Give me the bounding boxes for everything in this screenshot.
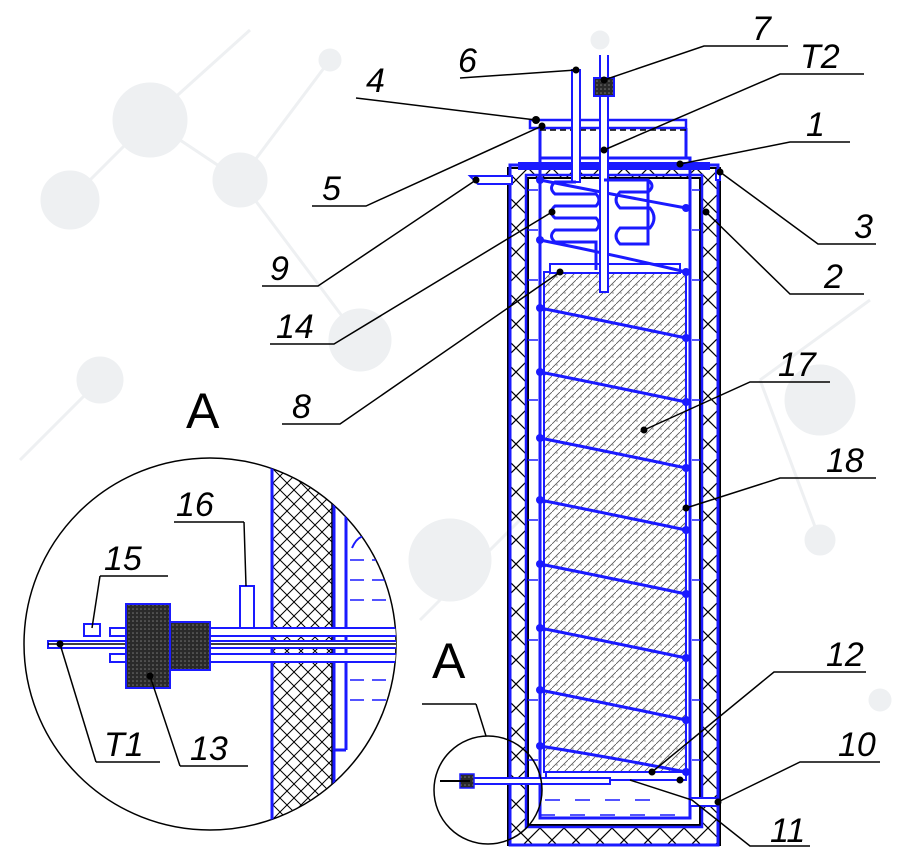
sealing-nut [125, 603, 171, 689]
label-11: 11 [770, 812, 805, 850]
label-17: 17 [778, 346, 817, 384]
label-3: 3 [854, 208, 873, 246]
label-10: 10 [838, 726, 876, 764]
background-network [18, 28, 892, 712]
label-4: 4 [366, 62, 385, 100]
gas-tube [571, 69, 581, 183]
core-top-plate [549, 263, 681, 274]
detail-view-a [23, 457, 397, 831]
label-18: 18 [826, 442, 864, 480]
label-1: 1 [806, 106, 825, 144]
liquid-marks [528, 189, 700, 816]
section-label-marker: A [432, 633, 466, 689]
top-flange [518, 162, 710, 170]
leader-dots [472, 66, 724, 806]
label-8: 8 [292, 388, 311, 426]
label-12: 12 [826, 636, 864, 674]
label-16: 16 [176, 486, 214, 524]
label-t2: T2 [800, 38, 840, 76]
sample-core [543, 271, 687, 773]
section-label-detail: A [186, 383, 220, 439]
label-9: 9 [270, 250, 289, 288]
label-6: 6 [458, 42, 477, 80]
vessel-assembly [440, 55, 721, 847]
coil-turn-ends [536, 176, 690, 776]
label-5: 5 [322, 170, 341, 208]
detail-a-marker [433, 735, 543, 845]
label-t1: T1 [104, 726, 144, 764]
leader-lines [262, 45, 880, 847]
label-15: 15 [104, 540, 142, 578]
label-14: 14 [276, 308, 314, 346]
label-13: 13 [190, 730, 228, 768]
heating-coil [539, 178, 687, 774]
bottom-thermocouple-tube [469, 777, 611, 785]
label-7: 7 [752, 10, 772, 48]
label-2: 2 [823, 258, 843, 296]
branch-pipe [239, 585, 255, 629]
part-labels: 6 7 T2 4 1 5 3 2 9 14 8 17 18 12 10 11 1… [104, 10, 876, 850]
